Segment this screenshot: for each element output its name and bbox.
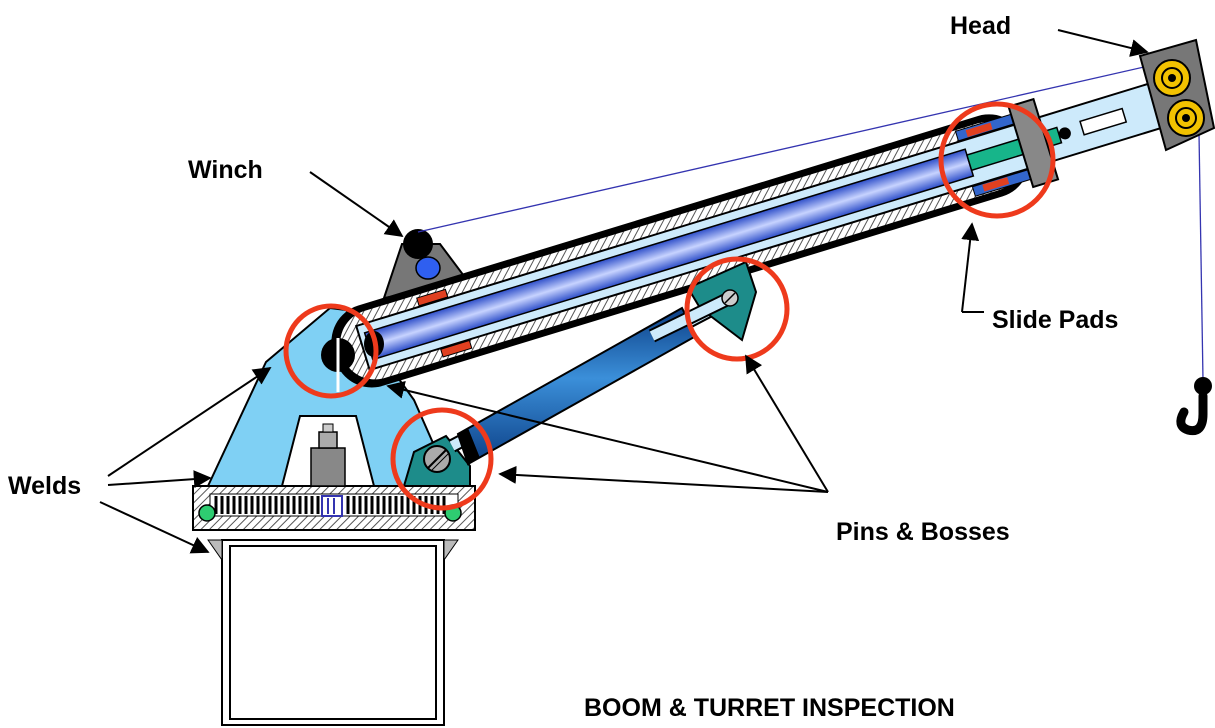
- hook-icon: [1176, 377, 1212, 436]
- highlight-upper-pin: [684, 256, 790, 362]
- label-slide-pads: Slide Pads: [992, 306, 1118, 334]
- boom: [321, 79, 1175, 392]
- base-collar-welds: [207, 539, 459, 562]
- highlight-lower-pin: [390, 407, 494, 511]
- inner-boom: [354, 79, 1175, 372]
- leader-arrows: [99, 29, 1149, 554]
- label-winch: Winch: [188, 156, 263, 184]
- boom-head: [1138, 38, 1215, 152]
- diagram-title: BOOM & TURRET INSPECTION: [584, 694, 955, 722]
- inspection-highlights: [283, 101, 1056, 511]
- highlight-boom-pivot: [283, 303, 379, 399]
- weld-dot-left: [198, 504, 216, 522]
- label-pins-bosses: Pins & Bosses: [836, 518, 1010, 546]
- slew-motor: [310, 423, 346, 487]
- base-post: [221, 539, 445, 726]
- cylinder-lower-pin: [423, 445, 451, 473]
- cylinder-upper-mount: [648, 260, 758, 343]
- label-welds: Welds: [8, 472, 81, 500]
- highlight-slide-pads: [938, 101, 1056, 219]
- label-head: Head: [950, 12, 1011, 40]
- slide-pads: [416, 97, 1060, 358]
- sheave-icon: [1153, 59, 1205, 137]
